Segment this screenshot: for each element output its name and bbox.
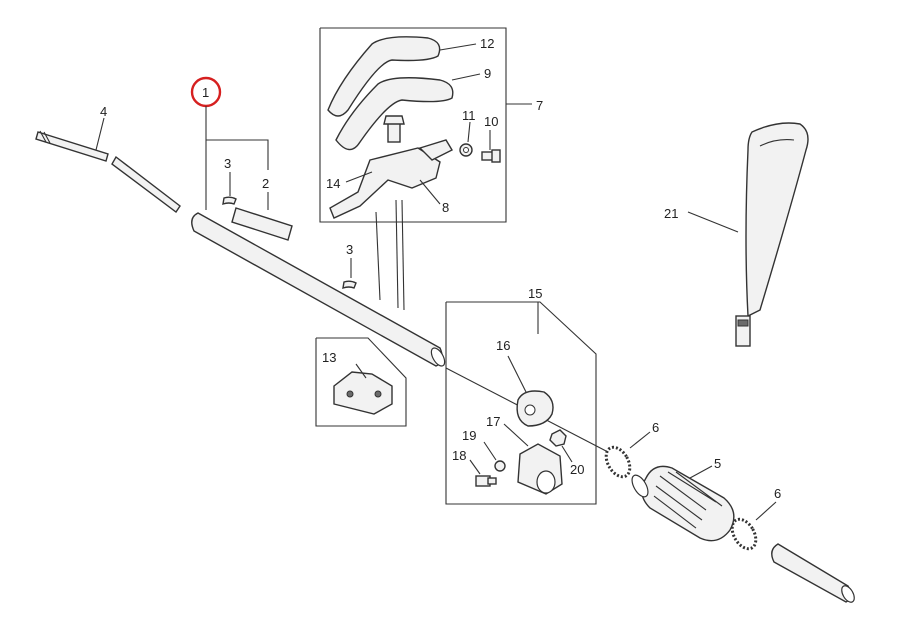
handle-bar-part-12 — [327, 36, 441, 117]
callout-19: 19 — [462, 428, 476, 443]
handle-bar-part-9 — [335, 77, 454, 151]
callout-6-upper: 6 — [652, 420, 659, 435]
callout-1: 1 — [202, 85, 209, 100]
clip-part-upper — [222, 196, 237, 206]
grip-part-5 — [631, 465, 735, 542]
spring-ring-part-6a — [604, 445, 632, 479]
callout-17: 17 — [486, 414, 500, 429]
callout-14: 14 — [326, 176, 340, 191]
callout-8: 8 — [442, 200, 449, 215]
washer-part-19 — [494, 460, 506, 472]
clamp-part-16 — [516, 390, 554, 427]
clamp-part-13 — [333, 371, 393, 415]
lower-tube-part — [771, 543, 855, 603]
callout-7: 7 — [536, 98, 543, 113]
bolt-part-14 — [383, 115, 405, 143]
spring-ring-part-6b — [730, 517, 758, 551]
shoulder-strap-part-21 — [735, 122, 809, 347]
callout-15: 15 — [528, 286, 542, 301]
main-pipe-part — [191, 212, 446, 367]
bolt-part-18 — [475, 475, 497, 487]
handle-bracket-part-8 — [329, 139, 453, 219]
callout-10: 10 — [484, 114, 498, 129]
callout-20: 20 — [570, 462, 584, 477]
callout-21: 21 — [664, 206, 678, 221]
throttle-assembly-box — [445, 301, 597, 505]
callout-5: 5 — [714, 456, 721, 471]
drive-shaft-part — [35, 130, 181, 214]
callout-3-upper: 3 — [224, 156, 231, 171]
callout-12: 12 — [480, 36, 494, 51]
callout-6-lower: 6 — [774, 486, 781, 501]
screw-part-10 — [481, 149, 501, 163]
clip-part-lower — [342, 280, 357, 290]
callout-18: 18 — [452, 448, 466, 463]
callout-9: 9 — [484, 66, 491, 81]
throttle-part-17 — [517, 443, 563, 495]
callout-2: 2 — [262, 176, 269, 191]
clamp-box — [315, 337, 407, 427]
callout-11: 11 — [462, 108, 476, 123]
callout-4: 4 — [100, 104, 107, 119]
callout-3-lower: 3 — [346, 242, 353, 257]
callout-13: 13 — [322, 350, 336, 365]
callout-16: 16 — [496, 338, 510, 353]
nut-part-20 — [549, 429, 567, 447]
handle-assembly-box — [319, 27, 507, 223]
sleeve-part — [231, 207, 293, 241]
